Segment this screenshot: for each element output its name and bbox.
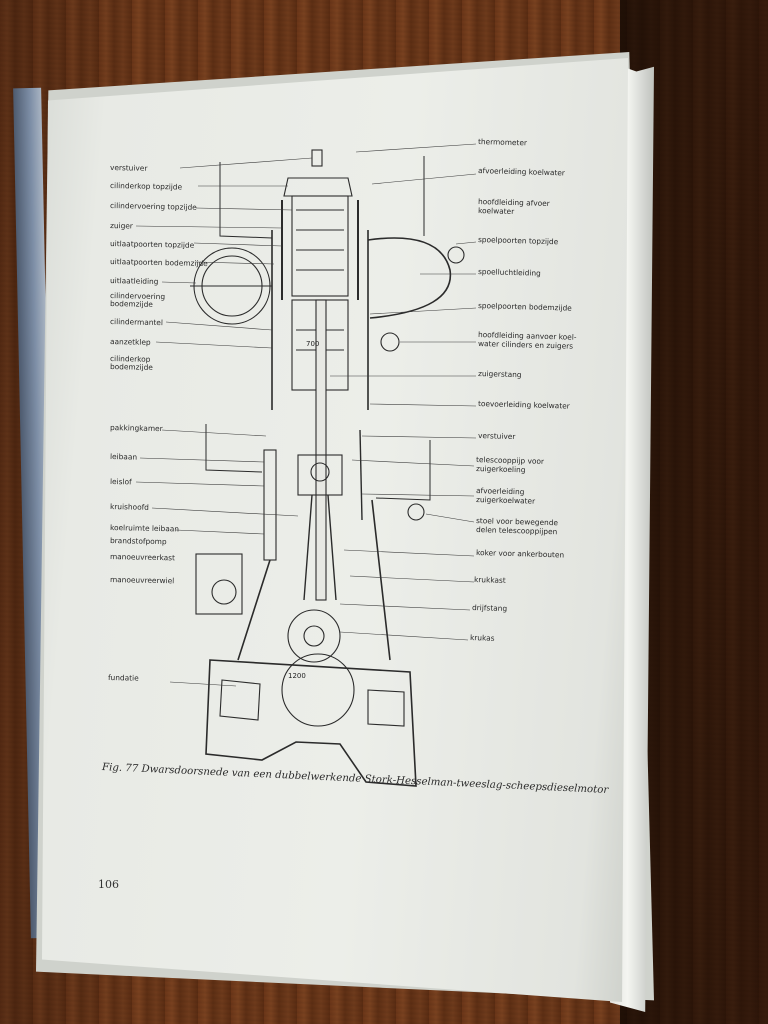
guide-shape: [263, 449, 277, 561]
label-zuigerstang: zuigerstang: [477, 369, 522, 380]
label-fundatie: fundatie: [107, 673, 139, 683]
label-spoelluchtleiding: spoelluchtleiding: [477, 267, 541, 278]
coolant-inlet-pipe: [380, 332, 400, 352]
label-cilindervoering-bodemzijde: bodemzijde: [109, 299, 153, 309]
label-leislof: leislof: [109, 477, 132, 487]
injector-top-shape: [311, 149, 323, 167]
piston-rod-shape: [315, 299, 327, 601]
label-thermometer: thermometer: [477, 137, 528, 148]
label-krukkast: krukkast: [473, 575, 506, 585]
label-pakkingkamer: pakkingkamer: [109, 423, 163, 434]
dimension-upper: 700: [306, 340, 320, 348]
crankshaft-circle: [287, 609, 341, 663]
label-uitlaatleiding: uitlaatleiding: [109, 276, 159, 287]
label-kruishoofd: kruishoofd: [109, 502, 150, 512]
label-manoeuvreerwiel: manoeuvreerwiel: [109, 575, 175, 586]
crank-pit-circle: [281, 653, 355, 727]
label-verstuiver-right: verstuiver: [477, 431, 516, 442]
label-zuigerkoelwater: zuigerkoelwater: [475, 495, 536, 506]
label-cilindermantel: cilindermantel: [109, 317, 164, 328]
book-page: [42, 58, 629, 1002]
crosshead-shape: [297, 454, 343, 496]
label-zuigerkoeling: zuigerkoeling: [475, 464, 526, 475]
foundation-shape: [205, 659, 417, 787]
telescope-pipe-seat: [407, 503, 425, 521]
label-zuiger: zuiger: [109, 221, 134, 231]
label-cilinderkop-bodemzijde: bodemzijde: [109, 362, 153, 372]
dimension-lower: 1200: [288, 672, 306, 680]
label-hoofdleiding-afvoer-koelwater: koelwater: [477, 206, 515, 217]
coolant-outlet-pipe: [447, 246, 465, 264]
label-aanzetklep: aanzetklep: [109, 337, 151, 347]
page-number: 106: [98, 878, 119, 891]
label-leibaan: leibaan: [109, 452, 138, 462]
label-manoeuvreerkast: manoeuvreerkast: [109, 552, 176, 563]
label-krukas: krukas: [469, 633, 495, 643]
label-brandstofpomp: brandstofpomp: [109, 536, 167, 547]
label-koelruimte-leibaan: koelruimte leibaan: [109, 523, 180, 534]
upper-cylinder-shape: [291, 195, 349, 297]
label-verstuiver: verstuiver: [109, 163, 148, 173]
manoeuvre-box-shape: [195, 553, 243, 615]
label-drijfstang: drijfstang: [471, 603, 508, 613]
label-cilinderkop-topzijde: cilinderkop topzijde: [109, 181, 183, 192]
